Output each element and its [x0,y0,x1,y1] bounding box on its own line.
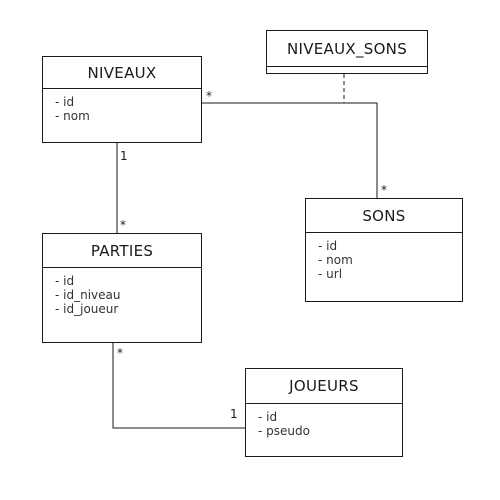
attribute: id_niveau [55,288,201,302]
attribute: id_joueur [55,302,201,316]
attribute: id [318,239,462,253]
attribute: id [258,410,402,424]
attribute: nom [318,253,462,267]
association-class-title: NIVEAUX_SONS [267,31,427,67]
multiplicity-niveaux-parties-top: 1 [120,149,128,163]
entity-parties-attributes: id id_niveau id_joueur [43,268,201,316]
entity-sons[interactable]: SONS id nom url [305,198,463,302]
multiplicity-parties-joueurs-right: 1 [230,407,238,421]
attribute: id [55,95,201,109]
multiplicity-niveaux-parties-bottom: * [120,218,126,232]
line-parties-joueurs [112,343,245,429]
line-niveaux-sons [202,102,378,198]
attribute: pseudo [258,424,402,438]
entity-niveaux-title: NIVEAUX [43,57,201,89]
attribute: id [55,274,201,288]
attribute: url [318,267,462,281]
entity-sons-title: SONS [306,199,462,233]
entity-niveaux[interactable]: NIVEAUX id nom [42,56,202,143]
entity-parties-title: PARTIES [43,234,201,268]
multiplicity-niveaux-sons-right: * [381,183,387,197]
multiplicity-parties-joueurs-top: * [117,346,123,360]
entity-sons-attributes: id nom url [306,233,462,281]
entity-joueurs-title: JOUEURS [246,369,402,404]
entity-joueurs-attributes: id pseudo [246,404,402,438]
entity-joueurs[interactable]: JOUEURS id pseudo [245,368,403,457]
multiplicity-niveaux-sons-left: * [206,89,212,103]
association-class-niveaux-sons[interactable]: NIVEAUX_SONS [266,30,428,74]
attribute: nom [55,109,201,123]
entity-parties[interactable]: PARTIES id id_niveau id_joueur [42,233,202,343]
entity-niveaux-attributes: id nom [43,89,201,123]
